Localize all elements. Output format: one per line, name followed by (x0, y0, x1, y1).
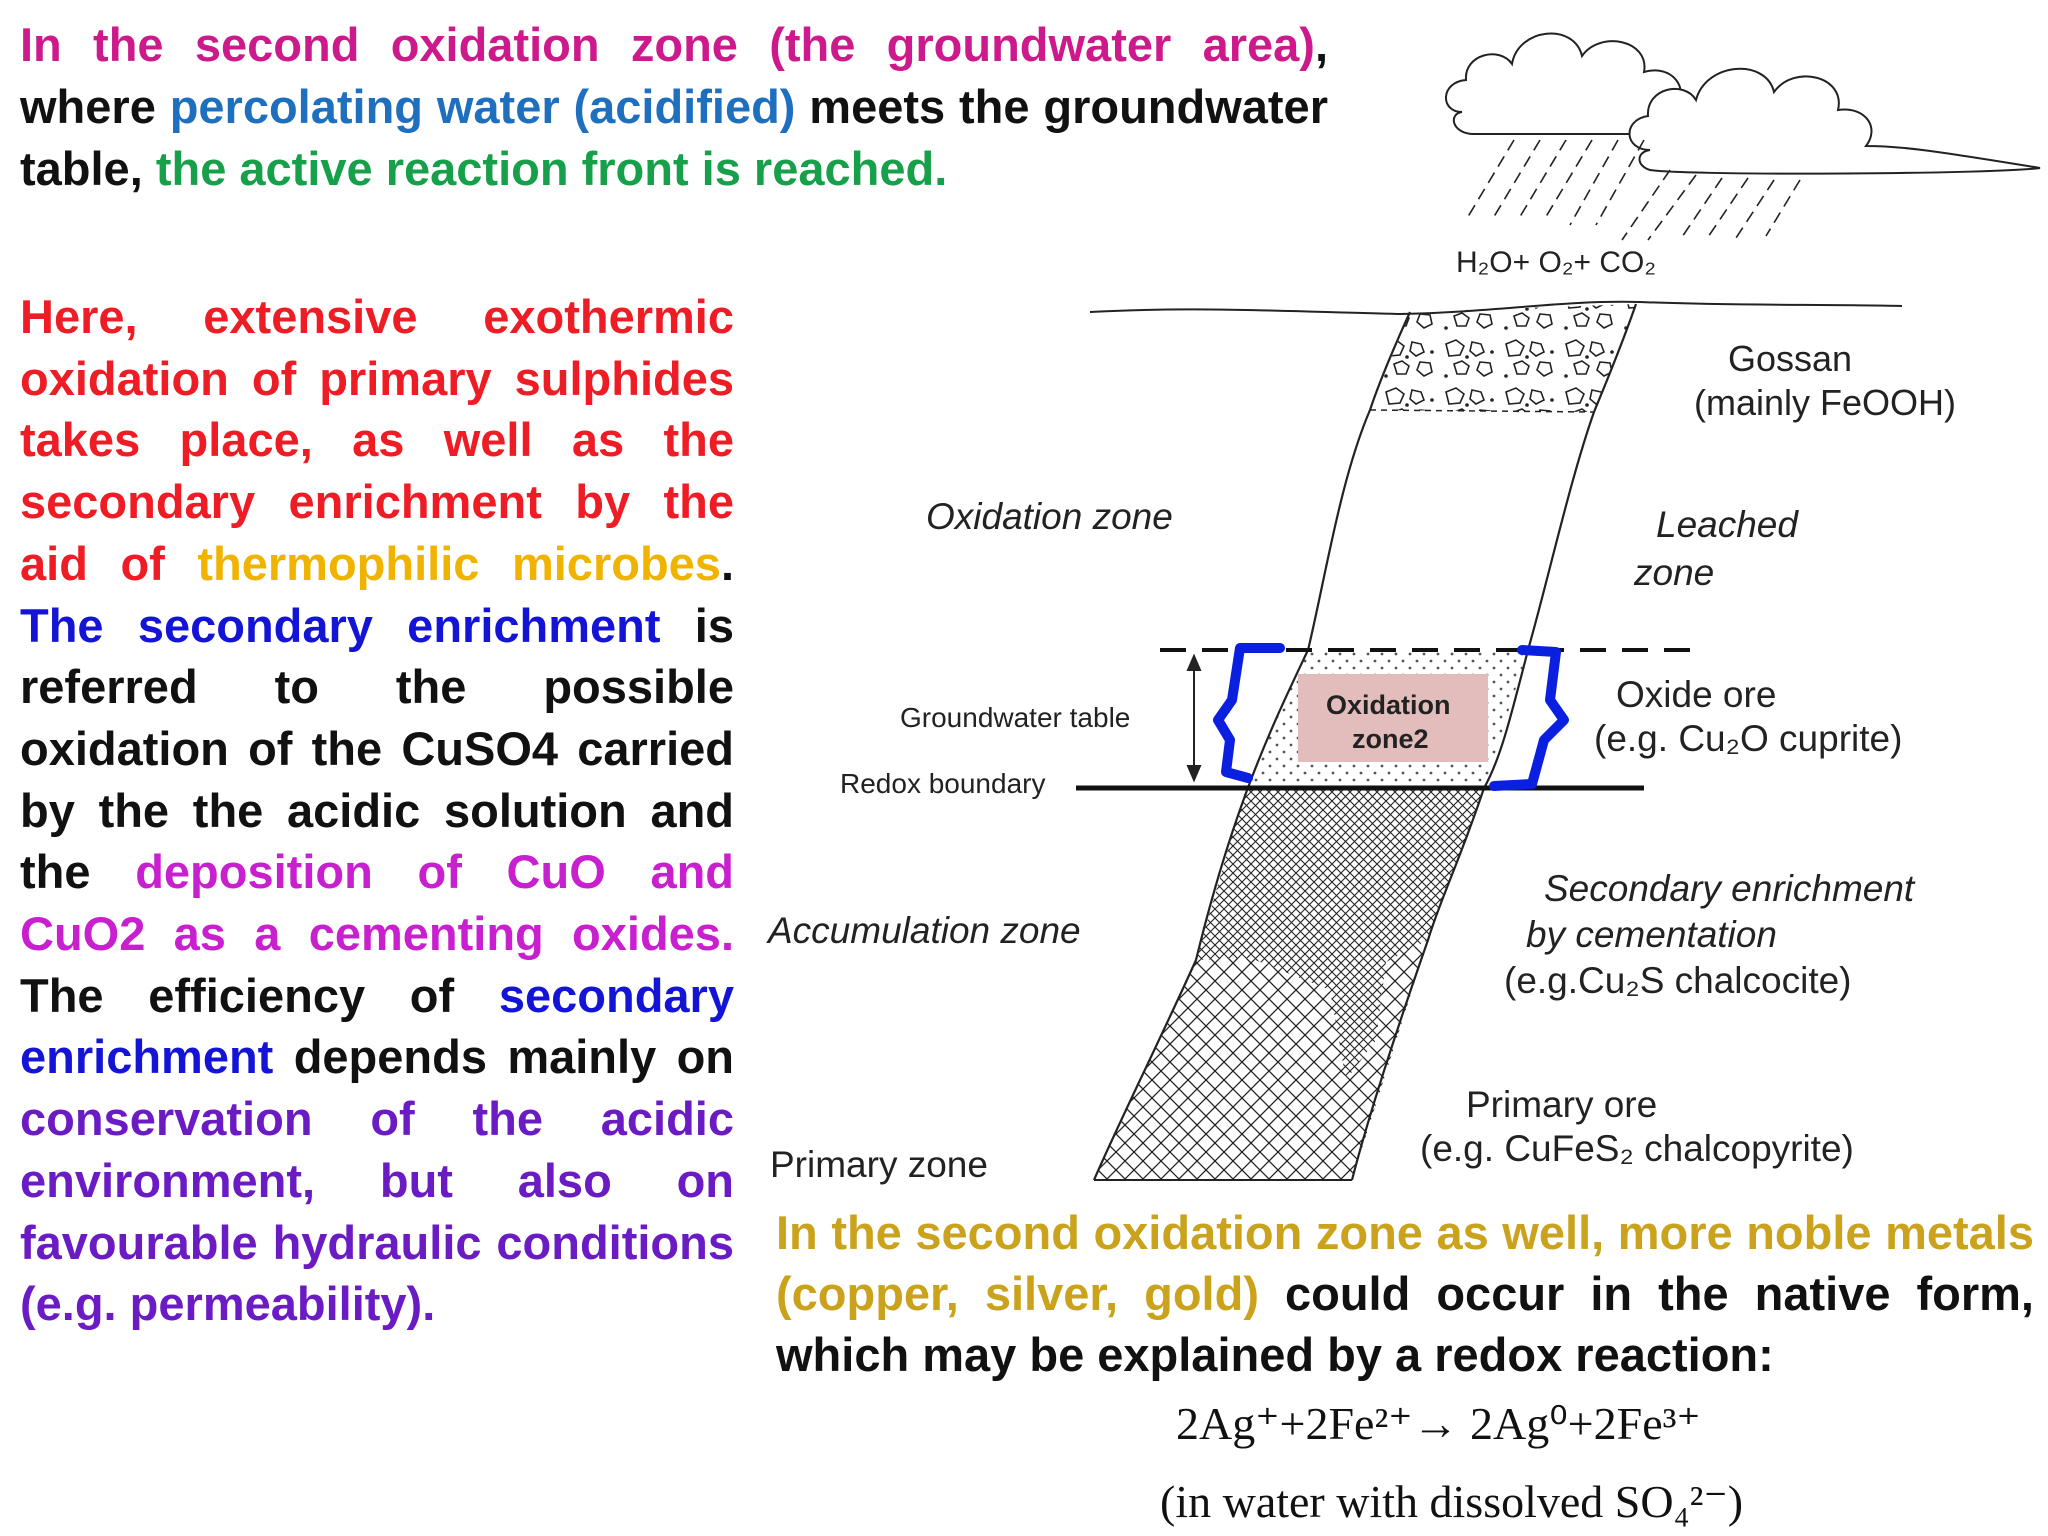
atmosphere-label: H₂O+ O₂+ CO₂ (1456, 246, 1656, 279)
oxidation-zone2-box (1298, 674, 1488, 762)
leached-zone-label: zone (1634, 552, 1715, 593)
zone-thickness-arrow (1186, 653, 1202, 783)
secondary-enrichment-label: Secondary enrichment (1544, 868, 1915, 909)
cloud-icon (1445, 32, 2041, 175)
redox-equation: 2Ag⁺+2Fe²⁺→ 2Ag⁰+2Fe³⁺ (1176, 1398, 1701, 1449)
right-bracket (1489, 645, 1569, 791)
noble-metals-paragraph: In the second oxidation zone as well, mo… (776, 1202, 2034, 1385)
ground-surface-line (1089, 300, 1903, 316)
para1-run: meets the groundwater table, (20, 80, 1328, 195)
para2-run: . (720, 536, 734, 590)
chalcopyrite-label: (e.g. CuFeS₂ chalcopyrite) (1420, 1128, 1854, 1169)
para2-run: conservation of the acidic environment, … (20, 1092, 734, 1331)
oxide-ore-sub-label: (e.g. Cu₂O cuprite) (1594, 718, 1903, 759)
vein-left-wall (1092, 311, 1412, 1181)
para3-run: In the second oxidation zone as well, mo… (776, 1206, 2034, 1320)
para2-run: thermophilic microbes (197, 536, 721, 590)
oxidation-paragraph: Here, extensive exothermic oxidation of … (20, 286, 734, 1335)
para1-run: the active reaction front is reached. (155, 142, 948, 195)
accumulation-zone-label: Accumulation zone (768, 910, 1081, 951)
gossan-label: Gossan (1728, 338, 1853, 379)
para2-run: The secondary enrichment (20, 598, 661, 652)
para2-run: deposition of CuO and CuO2 as a cementin… (20, 845, 734, 961)
para1-run: In the second oxidation zone (the ground… (20, 18, 1315, 71)
leached-label: Leached (1656, 504, 1798, 545)
gossan-zone (1370, 304, 1636, 412)
equation-condition: (in water with dissolved SO₄²⁻) (1160, 1476, 1744, 1527)
cementation-label: by cementation (1526, 914, 1777, 955)
para2-run: depends mainly on (273, 1030, 734, 1084)
para1-run: percolating water (acidified) (169, 80, 796, 133)
oxidation-zone2-sub-label: zone2 (1352, 724, 1429, 754)
gossan-sub-label: (mainly FeOOH) (1694, 382, 1957, 423)
primary-zone-label: Primary zone (770, 1144, 988, 1185)
chalcocite-label: (e.g.Cu₂S chalcocite) (1504, 960, 1852, 1001)
para2-run: The efficiency of (20, 968, 499, 1022)
para2-run: is referred to the possible oxidation of… (20, 598, 734, 899)
para3-run: could occur in the native form, which ma… (776, 1267, 2034, 1381)
rain-icon (1465, 139, 1801, 241)
primary-ore-label: Primary ore (1466, 1084, 1658, 1125)
redox-boundary-label: Redox boundary (840, 768, 1046, 799)
oxidation-zone-label: Oxidation zone (926, 496, 1173, 537)
groundwater-table-label: Groundwater table (900, 702, 1131, 733)
para1-run: , where (20, 18, 1328, 133)
oxide-ore-label: Oxide ore (1616, 674, 1777, 715)
para2-run: secondary enrichment (20, 968, 734, 1084)
para2-run: Here, extensive exothermic oxidation of … (20, 290, 734, 590)
left-bracket (1213, 643, 1285, 783)
oxidation-zone2-label: Oxidation (1326, 690, 1451, 720)
secondary-enrichment-zone (1196, 788, 1484, 1080)
intro-paragraph: In the second oxidation zone (the ground… (20, 14, 1328, 200)
